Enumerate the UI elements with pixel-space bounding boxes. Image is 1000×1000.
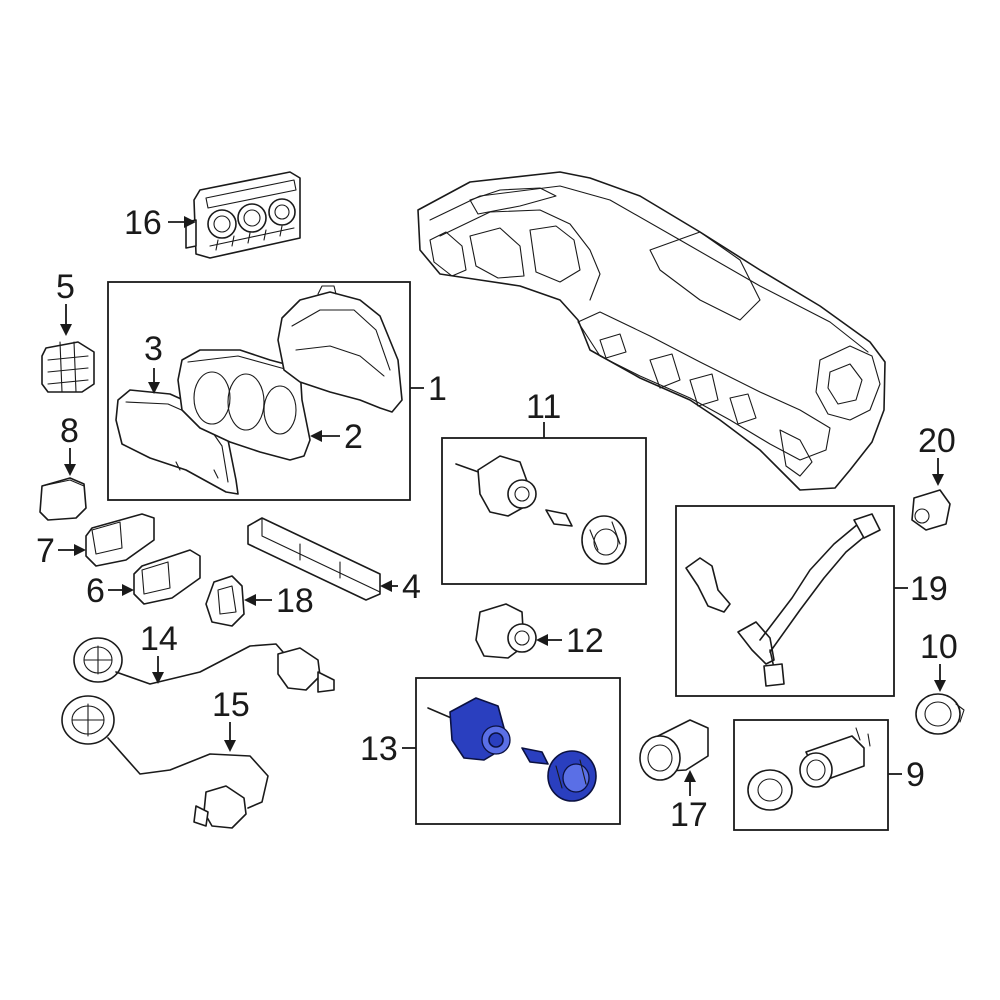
callout-13: 13 [360, 730, 398, 768]
part-6-switch [133, 549, 201, 605]
callout-labels: 16 5 3 1 2 8 7 6 18 4 14 15 11 12 13 17 … [36, 204, 958, 834]
part-19-switch-harness [685, 513, 881, 687]
part-20-sensor [911, 489, 951, 531]
part-5-switch [41, 341, 95, 393]
part-1-instrument-cluster [277, 285, 403, 413]
callout-18: 18 [276, 582, 314, 620]
callout-16: 16 [124, 204, 162, 242]
callout-12: 12 [566, 622, 604, 660]
part-4-switch-bar [247, 517, 381, 601]
part-11-ignition-switch [455, 455, 627, 565]
part-16-climate-control-panel [185, 171, 301, 259]
part-18-switch [205, 575, 245, 627]
callout-2: 2 [344, 418, 363, 456]
part-13-group-box [415, 677, 621, 825]
callout-8: 8 [60, 412, 79, 450]
callout-11: 11 [526, 388, 561, 426]
part-13-ignition-switch-highlighted [427, 697, 597, 802]
callout-4: 4 [402, 568, 421, 606]
leader-lines [58, 216, 946, 796]
part-15-cable-assembly [61, 695, 269, 829]
part-8-switch [39, 477, 87, 521]
callout-6: 6 [86, 572, 105, 610]
callout-7: 7 [36, 532, 55, 570]
part-14-cable-assembly [73, 637, 335, 693]
callout-17: 17 [670, 796, 708, 834]
part-7-switch [85, 513, 155, 567]
callout-15: 15 [212, 686, 250, 724]
callout-3: 3 [144, 330, 163, 368]
part-2-cluster-hood [177, 349, 311, 461]
callout-5: 5 [56, 268, 75, 306]
part-9-group-box [733, 719, 889, 831]
part-17-outlet [639, 719, 709, 781]
callout-14: 14 [140, 620, 178, 658]
part-1-group-box [107, 281, 411, 501]
callout-9: 9 [906, 756, 925, 794]
part-11-group-box [441, 437, 647, 585]
part-12-ignition-switch [475, 603, 537, 659]
dashboard-panel [417, 171, 886, 491]
part-10-ring [915, 693, 965, 735]
part-9-cigar-lighter [747, 727, 871, 811]
callout-10: 10 [920, 628, 958, 666]
callout-1: 1 [428, 370, 447, 408]
callout-19: 19 [910, 570, 948, 608]
callout-20: 20 [918, 422, 956, 460]
part-19-group-box [675, 505, 895, 697]
